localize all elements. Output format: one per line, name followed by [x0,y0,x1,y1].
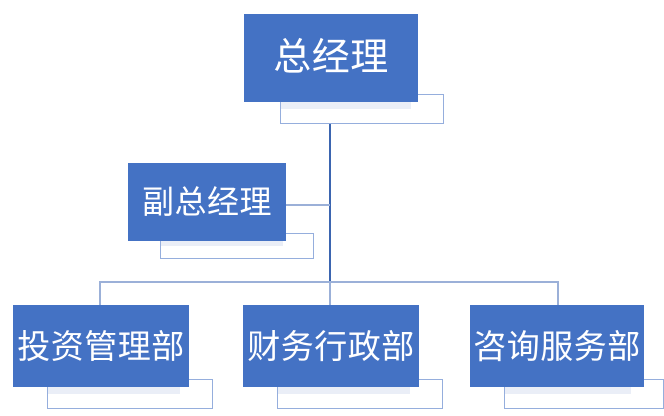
connector-trunk-vertical [329,118,331,304]
org-node-dgm[interactable]: 副总经理 [128,163,314,259]
connector-branch-deputy [286,204,330,206]
org-node-dgm-box[interactable]: 副总经理 [128,163,286,241]
org-node-dept-invest-box[interactable]: 投资管理部 [13,305,189,387]
org-node-gm-label: 总经理 [273,37,389,79]
org-node-dept-invest[interactable]: 投资管理部 [13,305,213,409]
org-node-gm-box[interactable]: 总经理 [244,14,418,102]
org-node-dept-invest-label: 投资管理部 [17,327,185,365]
org-node-dgm-label: 副总经理 [141,184,272,220]
org-node-dept-consult-label: 咨询服务部 [473,327,641,365]
org-node-dept-finance-box[interactable]: 财务行政部 [243,305,419,387]
connector-drop-invest [99,281,101,306]
org-node-dept-consult[interactable]: 咨询服务部 [470,305,664,409]
org-node-dept-finance-label: 财务行政部 [247,327,415,365]
org-node-gm[interactable]: 总经理 [244,14,444,124]
connector-drop-finance [329,281,331,306]
org-node-dept-consult-box[interactable]: 咨询服务部 [470,305,644,387]
connector-drop-consult [557,281,559,306]
org-node-dept-finance[interactable]: 财务行政部 [243,305,443,409]
